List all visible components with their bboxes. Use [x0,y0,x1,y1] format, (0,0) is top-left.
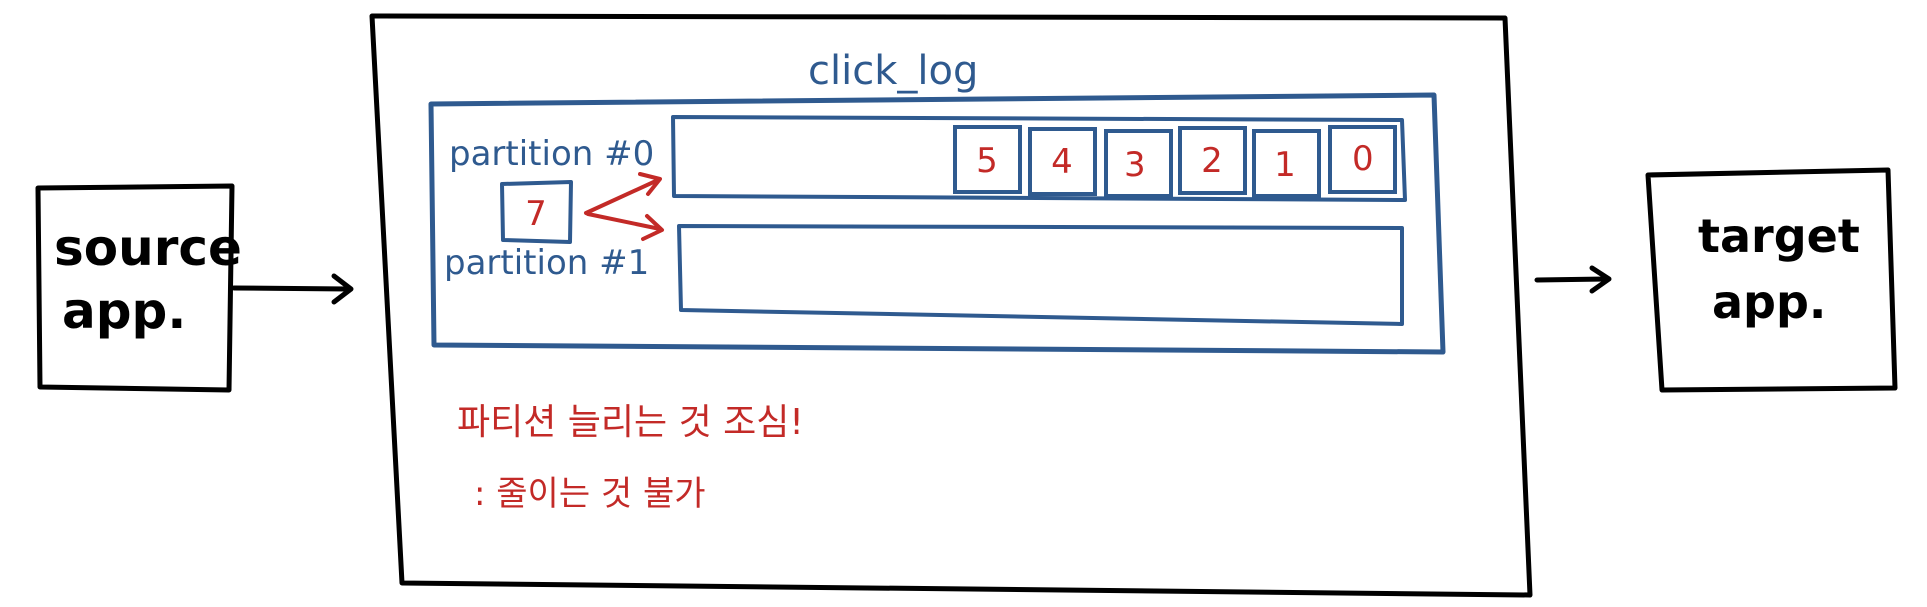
record-offset-5: 5 [953,125,1022,194]
incoming-message-value: 7 [525,194,547,234]
record-offset-3: 3 [1104,129,1173,198]
partition-0-label: partition #0 [449,134,654,174]
partition-1-label: partition #1 [444,243,649,283]
record-offset-2: 2 [1178,126,1247,195]
source-app-label-line2: app. [62,282,186,340]
record-offset-2-value: 2 [1201,141,1223,181]
record-offset-3-value: 3 [1124,145,1146,185]
record-offset-4: 4 [1028,127,1097,196]
target-app-label-line1: target [1698,209,1860,263]
target-app-node: target app. [1645,167,1898,393]
arrow-source-to-kafka [231,273,354,305]
detail-note: : 줄이는 것 불가 [474,474,706,514]
routing-arrows [584,172,664,241]
kafka-cluster-box [369,13,1533,598]
offset-records: 5 4 3 2 1 0 [953,125,1397,198]
target-app-label-line2: app. [1712,275,1826,329]
record-offset-4-value: 4 [1051,142,1073,182]
record-offset-5-value: 5 [976,141,998,181]
incoming-message: 7 [500,180,573,244]
source-app-node: source app. [35,183,242,393]
warning-note: 파티션 늘리는 것 조심! [457,402,804,443]
source-app-label-line1: source [54,219,242,277]
record-offset-0: 0 [1328,125,1397,194]
partition-1-log [677,224,1404,326]
record-offset-1: 1 [1252,129,1321,198]
topic-box [428,92,1446,355]
arrow-kafka-to-target [1534,265,1612,294]
partition-0-log [671,115,1407,202]
record-offset-0-value: 0 [1352,139,1374,179]
record-offset-1-value: 1 [1274,145,1296,185]
topic-name: click_log [808,48,978,94]
